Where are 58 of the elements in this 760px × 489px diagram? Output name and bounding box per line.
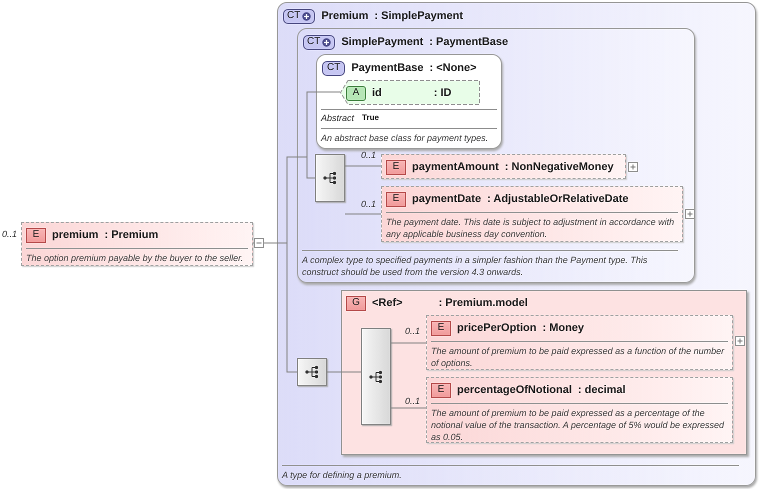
component-badge: E <box>386 192 406 207</box>
component-name: paymentAmount <box>412 160 499 175</box>
badge-text: CT <box>287 11 300 22</box>
component-badge: CT <box>322 60 346 76</box>
type-name: : SimplePayment <box>374 9 464 24</box>
type-name: : Premium.model <box>438 296 528 311</box>
description-text: An abstract base class for payment types. <box>321 132 490 144</box>
component-name: id <box>372 86 382 101</box>
type-name: : ID <box>434 86 452 101</box>
component-name: percentageOfNotional <box>457 383 572 398</box>
occurrence-label: 0..1 <box>405 395 420 408</box>
badge-text: CT <box>307 37 320 48</box>
complex-type-box <box>316 54 502 149</box>
component-name: premium <box>52 228 98 243</box>
occurrence-label: 0..1 <box>361 149 376 162</box>
element-box <box>21 222 253 266</box>
element-box <box>381 154 626 179</box>
description-text: The amount of premium to be paid expressed as a function of the number of options. <box>431 344 726 368</box>
component-badge: A <box>346 86 366 101</box>
sequence-compositor <box>361 328 391 425</box>
description-text: The amount of premium to be paid expressed as a percentage of the notional value of the transaction. A percentage of 5% would be expressed as 0.05. <box>431 406 726 442</box>
occurrence-label: 0..1 <box>2 228 18 241</box>
component-name: pricePerOption <box>457 321 536 336</box>
type-name: : <None> <box>430 61 477 76</box>
type-name: : NonNegativeMoney <box>504 160 614 175</box>
description-text: The payment date. This date is subject to adjustment in accordance with any applicable business day convention. <box>386 216 676 240</box>
element-box <box>426 377 733 443</box>
description-text: A type for defining a premium. <box>282 469 403 481</box>
element-box <box>381 186 683 242</box>
occurrence-label: 0..1 <box>405 325 420 338</box>
component-badge: E <box>26 228 46 243</box>
type-name: : decimal <box>578 383 626 398</box>
occurrence-label: 0..1 <box>361 198 376 211</box>
description-text: The option premium payable by the buyer to the seller. <box>26 252 244 264</box>
type-name: : Money <box>542 321 584 336</box>
attribute-box <box>340 80 480 105</box>
type-name: : Premium <box>104 228 158 243</box>
component-name: paymentDate <box>412 192 482 207</box>
complex-type-box <box>277 2 756 486</box>
type-name: : AdjustableOrRelativeDate <box>487 192 628 207</box>
description-text: A complex type to specified payments in a simpler fashion than the Payment type. This construct should be used from the version 4.3 onwards. <box>302 254 648 278</box>
component-name: PaymentBase <box>351 61 424 76</box>
component-badge: E <box>386 160 406 175</box>
property-value: True <box>362 112 379 124</box>
connector-line <box>390 342 426 344</box>
component-name: SimplePayment <box>341 35 424 50</box>
type-name: : PaymentBase <box>429 35 508 50</box>
sequence-compositor <box>297 358 327 386</box>
sequence-compositor <box>315 154 345 202</box>
component-badge: G <box>346 296 366 311</box>
complex-type-box <box>297 28 695 283</box>
element-box <box>426 315 733 370</box>
component-badge: E <box>431 382 451 398</box>
property-label: Abstract <box>321 112 354 124</box>
group-box <box>341 290 747 455</box>
component-name: <Ref> <box>372 296 403 311</box>
component-badge: E <box>431 320 451 336</box>
component-name: Premium <box>321 9 368 24</box>
